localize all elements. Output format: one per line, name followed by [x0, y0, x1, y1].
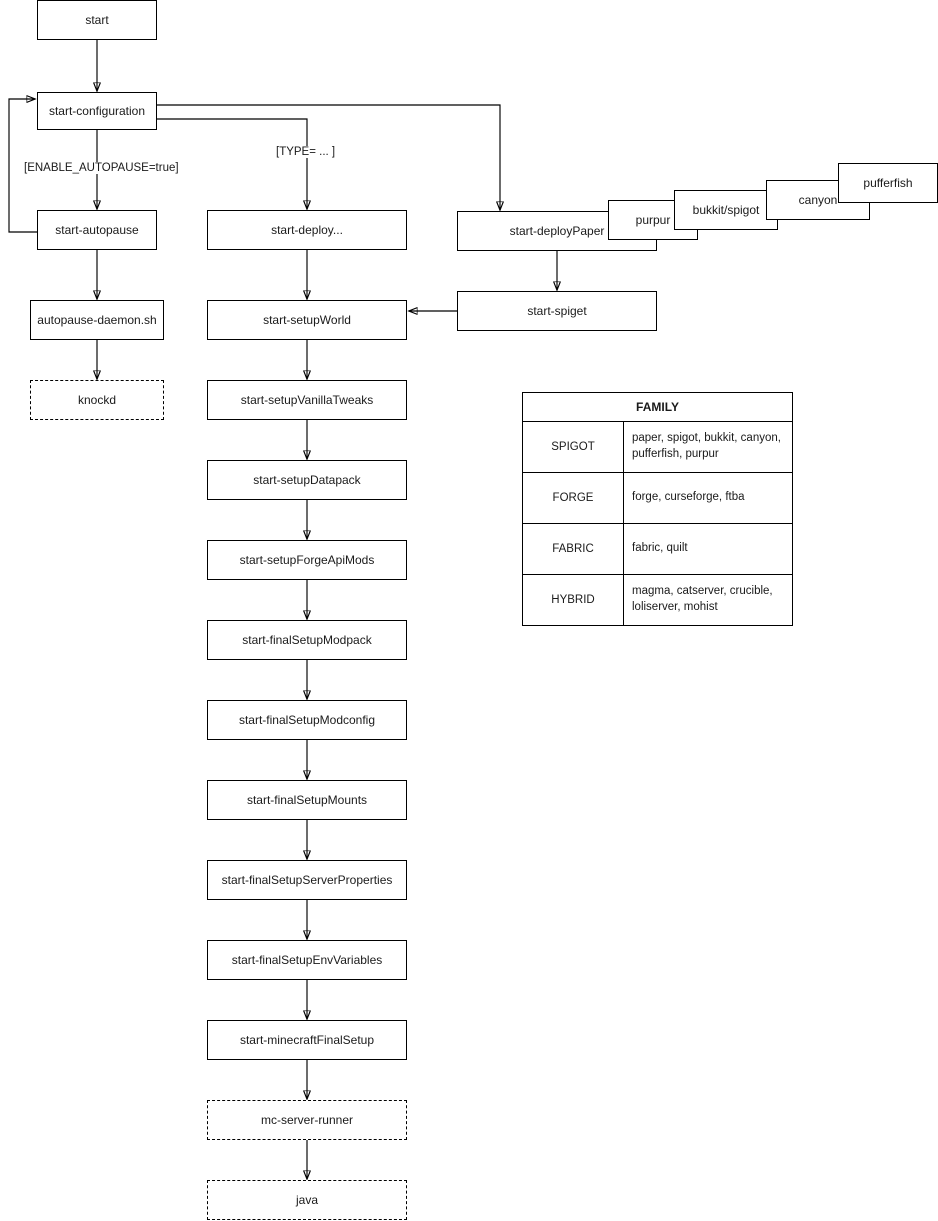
node-label: knockd: [77, 392, 117, 407]
node-label: start-setupDatapack: [253, 472, 361, 487]
node-start-finalSetupModconfig[interactable]: start-finalSetupModconfig: [207, 700, 407, 740]
family-legend-header-row: FAMILY: [522, 392, 793, 422]
node-java[interactable]: java: [207, 1180, 407, 1220]
edge-configuration-to-deploypaper: [157, 104, 500, 210]
node-bukkit-spigot[interactable]: bukkit/spigot: [674, 190, 778, 230]
node-start-configuration[interactable]: start-configuration: [37, 92, 157, 130]
node-start-finalSetupServerProperties[interactable]: start-finalSetupServerProperties: [207, 860, 407, 900]
node-start-finalSetupMounts[interactable]: start-finalSetupMounts: [207, 780, 407, 820]
node-label: purpur: [635, 212, 671, 227]
node-autopause-daemon[interactable]: autopause-daemon.sh: [30, 300, 164, 340]
family-name-cell: FABRIC: [522, 523, 624, 575]
node-start-setupForgeApiMods[interactable]: start-setupForgeApiMods: [207, 540, 407, 580]
node-start-setupWorld[interactable]: start-setupWorld: [207, 300, 407, 340]
node-label: start-minecraftFinalSetup: [239, 1032, 375, 1047]
family-name-cell: HYBRID: [522, 574, 624, 626]
node-label: autopause-daemon.sh: [37, 312, 157, 327]
family-name-cell: FORGE: [522, 472, 624, 524]
edge-autopause-loop-to-configuration: [8, 99, 37, 233]
node-label: start-finalSetupEnvVariables: [231, 952, 383, 967]
node-start-deploy[interactable]: start-deploy...: [207, 210, 407, 250]
node-label: start-finalSetupServerProperties: [221, 872, 393, 887]
family-members-cell: magma, catserver, crucible, loliserver, …: [623, 574, 793, 626]
node-mc-server-runner[interactable]: mc-server-runner: [207, 1100, 407, 1140]
node-start-setupVanillaTweaks[interactable]: start-setupVanillaTweaks: [207, 380, 407, 420]
node-label: start-setupVanillaTweaks: [240, 392, 374, 407]
family-members-cell: paper, spigot, bukkit, canyon, pufferfis…: [623, 421, 793, 473]
node-label: start-deployPaper: [509, 223, 605, 238]
node-label: start-deploy...: [271, 222, 343, 237]
node-label: start-setupForgeApiMods: [239, 552, 375, 567]
node-label: mc-server-runner: [260, 1112, 353, 1127]
node-label: bukkit/spigot: [692, 202, 760, 217]
node-knockd[interactable]: knockd: [30, 380, 164, 420]
node-start-autopause[interactable]: start-autopause: [37, 210, 157, 250]
node-start-spiget[interactable]: start-spiget: [457, 291, 657, 331]
node-label: start: [85, 12, 109, 27]
node-start-minecraftFinalSetup[interactable]: start-minecraftFinalSetup: [207, 1020, 407, 1060]
edge-configuration-to-deploy: [157, 118, 307, 209]
node-pufferfish[interactable]: pufferfish: [838, 163, 938, 203]
family-name-cell: SPIGOT: [522, 421, 624, 473]
edge-label-type: [TYPE= ... ]: [274, 146, 338, 158]
node-label: start-configuration: [48, 103, 146, 118]
node-label: start-spiget: [527, 303, 587, 318]
node-start[interactable]: start: [37, 0, 157, 40]
family-members-cell: fabric, quilt: [623, 523, 793, 575]
edge-label-enable-autopause: [ENABLE_AUTOPAUSE=true]: [22, 162, 181, 174]
node-label: pufferfish: [863, 175, 913, 190]
node-label: canyon: [798, 192, 838, 207]
node-label: java: [295, 1192, 318, 1207]
node-label: start-autopause: [55, 222, 139, 237]
node-start-finalSetupEnvVariables[interactable]: start-finalSetupEnvVariables: [207, 940, 407, 980]
node-start-setupDatapack[interactable]: start-setupDatapack: [207, 460, 407, 500]
family-members-cell: forge, curseforge, ftba: [623, 472, 793, 524]
node-label: start-finalSetupMounts: [246, 792, 368, 807]
family-legend-title: FAMILY: [522, 392, 793, 422]
node-label: start-setupWorld: [263, 312, 351, 327]
node-label: start-finalSetupModconfig: [238, 712, 376, 727]
node-start-finalSetupModpack[interactable]: start-finalSetupModpack: [207, 620, 407, 660]
node-label: start-finalSetupModpack: [242, 632, 372, 647]
